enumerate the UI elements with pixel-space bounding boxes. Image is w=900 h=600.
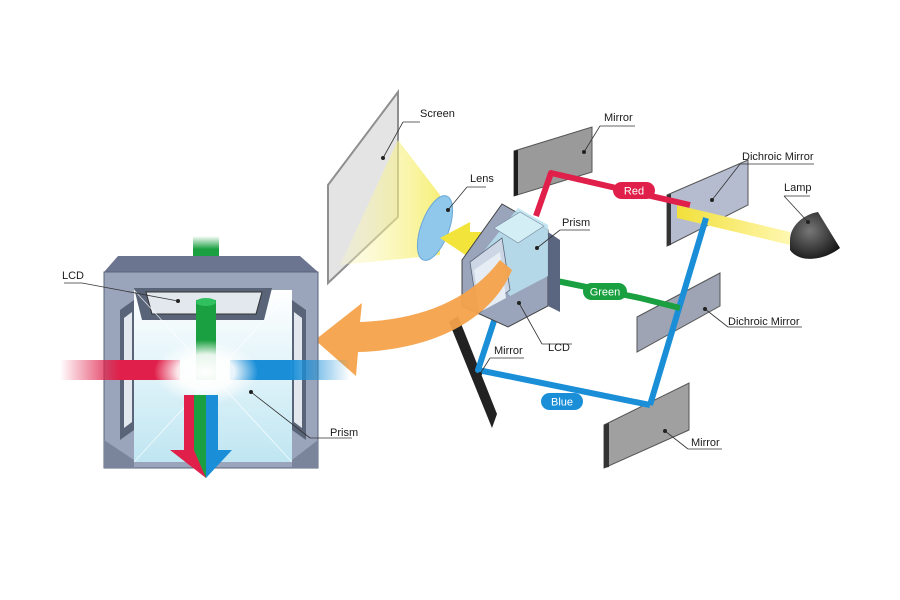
lamp	[790, 212, 840, 259]
mirror-top	[513, 126, 593, 197]
projection-cone	[340, 140, 440, 265]
mirror-left-label-group: Mirror	[478, 345, 524, 376]
lamp-label-group: Lamp	[783, 182, 812, 224]
prism-label-group: Prism	[535, 217, 590, 250]
lcd-detail-label: LCD	[62, 270, 84, 282]
lens	[416, 195, 454, 261]
red-badge: Red	[613, 182, 655, 199]
green-beam	[551, 277, 681, 311]
dichroic-top-label-group: Dichroic Mirror	[710, 151, 814, 202]
prism-detail	[60, 236, 350, 478]
mirror-top-label: Mirror	[604, 112, 633, 124]
dichroic-mid-label: Dichroic Mirror	[728, 316, 800, 328]
prism-label: Prism	[562, 217, 590, 229]
projection-arrow	[315, 260, 512, 376]
prism-detail-label-group: Prism	[249, 390, 358, 439]
blue-badge: Blue	[541, 393, 583, 410]
green-badge: Green	[583, 283, 627, 300]
svg-text:Red: Red	[624, 186, 644, 198]
mirror-bottom-label-group: Mirror	[663, 429, 722, 450]
mirror-left-label: Mirror	[494, 345, 523, 357]
screen-label-group: Screen	[381, 108, 455, 160]
prism-detail-label: Prism	[330, 427, 358, 439]
lamp-beam	[677, 205, 790, 245]
lens-label-group: Lens	[446, 173, 494, 212]
screen-label: Screen	[420, 108, 455, 120]
mirror-bottom-label: Mirror	[691, 437, 720, 449]
dichroic-top-label: Dichroic Mirror	[742, 151, 814, 163]
blue-beam	[475, 317, 651, 408]
blue-beam-vertical	[647, 217, 709, 406]
lcd-label-group: LCD	[517, 301, 572, 354]
mirror-top-label-group: Mirror	[582, 112, 635, 154]
lcd-detail-label-group: LCD	[62, 270, 180, 303]
lamp-label: Lamp	[784, 182, 812, 194]
svg-text:Blue: Blue	[551, 397, 573, 409]
svg-text:Green: Green	[590, 287, 621, 299]
mirror-left	[449, 316, 497, 428]
dichroic-mid-label-group: Dichroic Mirror	[703, 307, 802, 328]
lens-label: Lens	[470, 173, 494, 185]
lcd-label: LCD	[548, 342, 570, 354]
